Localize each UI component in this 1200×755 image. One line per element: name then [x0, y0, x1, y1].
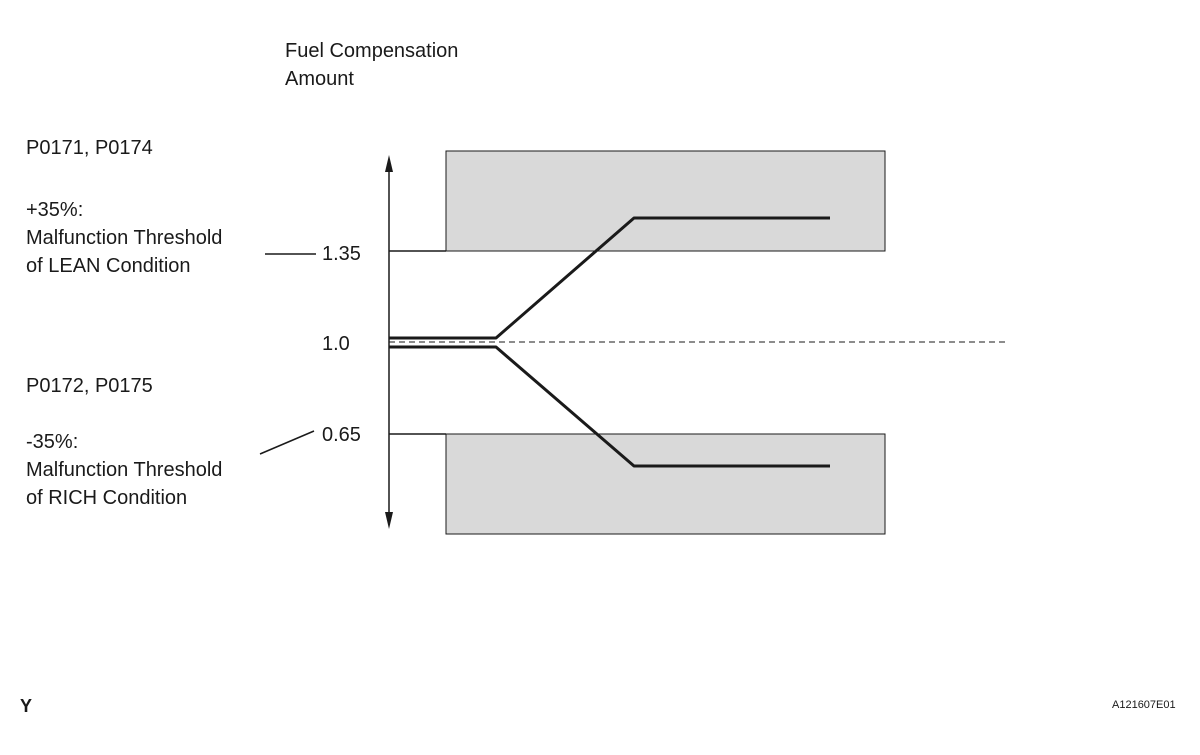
lean-codes: P0171, P0174: [26, 137, 153, 159]
corner-mark: Y: [20, 696, 33, 716]
center-value: 1.0: [322, 333, 350, 355]
axis-arrow-down-icon: [385, 512, 393, 529]
rich-threshold-label-line-1: Malfunction Threshold: [26, 459, 223, 481]
lean-threshold-value: 1.35: [322, 243, 361, 265]
rich-leader-line: [259, 430, 315, 455]
rich-malfunction-zone: [445, 433, 886, 535]
rich-percent: -35%:: [26, 431, 79, 453]
lean-threshold-label-line-2: of LEAN Condition: [26, 255, 191, 277]
rich-compensation-curve: [389, 345, 830, 468]
rich-codes: P0172, P0175: [26, 375, 153, 397]
rich-threshold-label-line-2: of RICH Condition: [26, 487, 188, 509]
lean-malfunction-zone: [445, 150, 886, 252]
lean-percent: +35%:: [26, 199, 84, 221]
title-line-2: Amount: [285, 68, 354, 90]
axis-arrow-up-icon: [385, 155, 393, 172]
title-line-1: Fuel Compensation: [285, 40, 459, 62]
figure-id: A121607E01: [1112, 699, 1176, 711]
lean-threshold-label-line-1: Malfunction Threshold: [26, 227, 223, 249]
rich-threshold-value: 0.65: [322, 424, 361, 446]
lean-compensation-curve: [389, 216, 830, 340]
